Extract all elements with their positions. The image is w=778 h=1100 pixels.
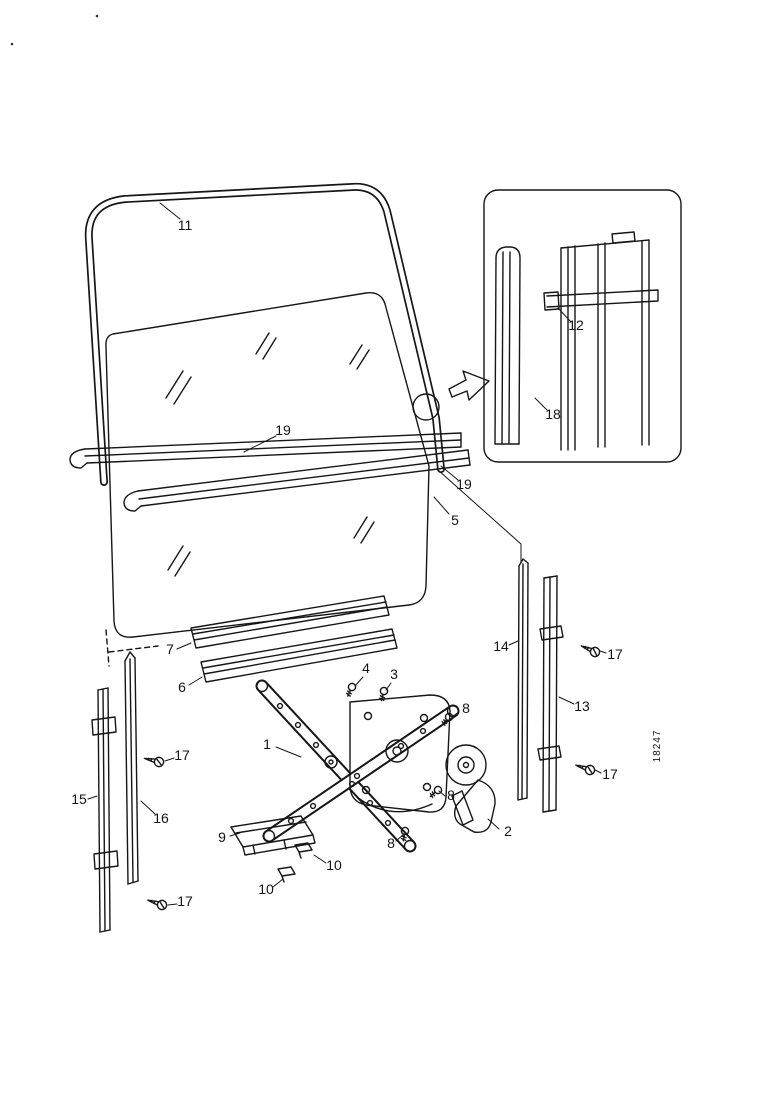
callout-19-upper: 19 [275, 422, 291, 438]
callout-8-bottom: 8 [387, 835, 395, 851]
callout-13: 13 [574, 698, 590, 714]
callout-17-left-top: 17 [174, 747, 190, 763]
callout-17-right-bottom: 17 [602, 766, 618, 782]
callout-7: 7 [166, 641, 174, 657]
hidden-edge-dashes [105, 629, 159, 667]
screw-17-right-bottom [573, 759, 597, 777]
left-channel-inner [124, 651, 139, 885]
glass-reflection-marks [165, 332, 375, 577]
inset-frame-section [560, 231, 650, 451]
glass-run-strip-lower [123, 449, 471, 512]
screw-17-left-bottom [145, 894, 169, 912]
callout-16: 16 [153, 810, 169, 826]
callout-6: 6 [178, 679, 186, 695]
left-channel-outer [91, 687, 119, 933]
inset-detail-box [483, 189, 682, 463]
callout-14: 14 [493, 638, 509, 654]
window-frame [84, 182, 445, 486]
callout-1: 1 [263, 736, 271, 752]
callout-8-motor: 8 [447, 787, 455, 803]
bolt-4 [343, 681, 358, 699]
callout-17-left-bottom: 17 [177, 893, 193, 909]
right-channel-inner [517, 558, 529, 801]
callout-12: 12 [568, 317, 584, 333]
right-channel-outer [537, 575, 564, 813]
screw-17-left-top [142, 752, 166, 769]
regulator-motor [445, 744, 496, 833]
regulator-mechanism [255, 679, 460, 853]
lower-bracket [230, 815, 316, 856]
callout-10-right: 10 [326, 857, 342, 873]
inset-run-channel [494, 246, 521, 445]
regulator-plate [349, 694, 451, 813]
callout-3: 3 [390, 666, 398, 682]
callout-18: 18 [545, 406, 561, 422]
detail-arrow-icon [448, 370, 490, 401]
assembly-connector-line [437, 469, 522, 564]
lift-rail [200, 628, 398, 683]
callout-5: 5 [451, 512, 459, 528]
callout-15: 15 [71, 791, 87, 807]
callout-9: 9 [218, 829, 226, 845]
glass-bottom-rail [190, 595, 390, 649]
window-glass [105, 292, 430, 667]
glass-run-strip-upper [69, 432, 462, 469]
drawing-number: 18247 [652, 730, 663, 763]
callout-11: 11 [178, 217, 193, 233]
callout-10-left: 10 [258, 881, 274, 897]
clip-10-right [294, 842, 313, 859]
paper-specks [10, 14, 99, 46]
leader-lines [87, 202, 607, 906]
callout-19-lower: 19 [456, 476, 472, 492]
regulator-pivot [324, 755, 338, 769]
clip-10-left [277, 866, 296, 883]
callout-2: 2 [504, 823, 512, 839]
callout-8-plate: 8 [462, 700, 470, 716]
callout-4: 4 [362, 660, 370, 676]
screw-17-right-top [578, 640, 602, 659]
callout-17-right-top: 17 [607, 646, 623, 662]
